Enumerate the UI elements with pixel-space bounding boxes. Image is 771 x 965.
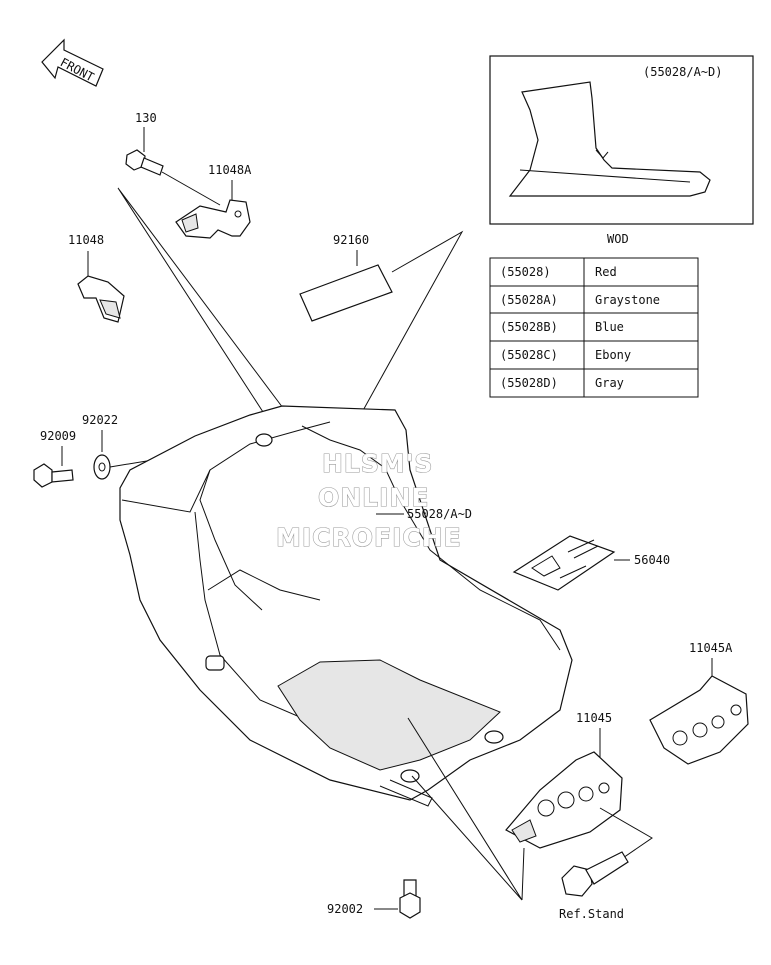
callout-92022: 92022 xyxy=(82,413,118,427)
table-color: Red xyxy=(595,265,617,279)
inset-caption: WOD xyxy=(607,232,629,246)
under-cowl xyxy=(119,405,573,807)
table-code: (55028A) xyxy=(500,293,558,307)
callout-92160: 92160 xyxy=(333,233,369,247)
leader-92002 xyxy=(407,717,525,901)
callout-55028: 55028/A~D xyxy=(407,507,472,521)
ref-stand: Ref.Stand xyxy=(559,807,653,921)
table-code: (55028D) xyxy=(500,376,558,390)
watermark-line1: HLSM'S xyxy=(322,449,433,478)
table-color: Graystone xyxy=(595,293,660,307)
table-code: (55028B) xyxy=(500,320,558,334)
table-color: Blue xyxy=(595,320,624,334)
inset-box: (55028/A~D) WOD xyxy=(489,55,754,246)
watermark-line2: ONLINE xyxy=(318,483,429,512)
callout-11045A: 11045A xyxy=(689,641,733,655)
callout-92002: 92002 xyxy=(327,902,363,916)
callout-130: 130 xyxy=(135,111,157,125)
callout-11048A: 11048A xyxy=(208,163,252,177)
bracket-11045A: 11045A xyxy=(649,641,749,765)
leader-130-11048A xyxy=(117,187,287,413)
washer-92022: 92022 xyxy=(82,413,184,480)
inset-code: (55028/A~D) xyxy=(643,65,722,79)
color-table: (55028) Red (55028A) Graystone (55028B) … xyxy=(489,257,699,398)
bracket-11048A: 11048A xyxy=(175,163,252,239)
bolt-92009: 92009 xyxy=(33,429,76,488)
bolt-92002: 92002 xyxy=(327,879,421,919)
callout-11048: 11048 xyxy=(68,233,104,247)
watermark-line3: MICROFICHE xyxy=(276,523,462,552)
callout-56040: 56040 xyxy=(634,553,670,567)
callout-ref-stand: Ref.Stand xyxy=(559,907,624,921)
callout-92009: 92009 xyxy=(40,429,76,443)
table-color: Ebony xyxy=(595,348,631,362)
bracket-11045: 11045 xyxy=(505,711,623,849)
watermark: HLSM'S ONLINE MICROFICHE xyxy=(275,448,462,552)
inset-under-cowl xyxy=(508,81,711,197)
bolt-130: 130 xyxy=(125,111,221,206)
table-color: Gray xyxy=(595,376,624,390)
front-arrow: FRONT xyxy=(41,38,104,87)
callout-11045: 11045 xyxy=(576,711,612,725)
clip-11048: 11048 xyxy=(68,233,125,323)
table-code: (55028) xyxy=(500,265,551,279)
table-code: (55028C) xyxy=(500,348,558,362)
decal-56040: 56040 xyxy=(512,535,670,591)
